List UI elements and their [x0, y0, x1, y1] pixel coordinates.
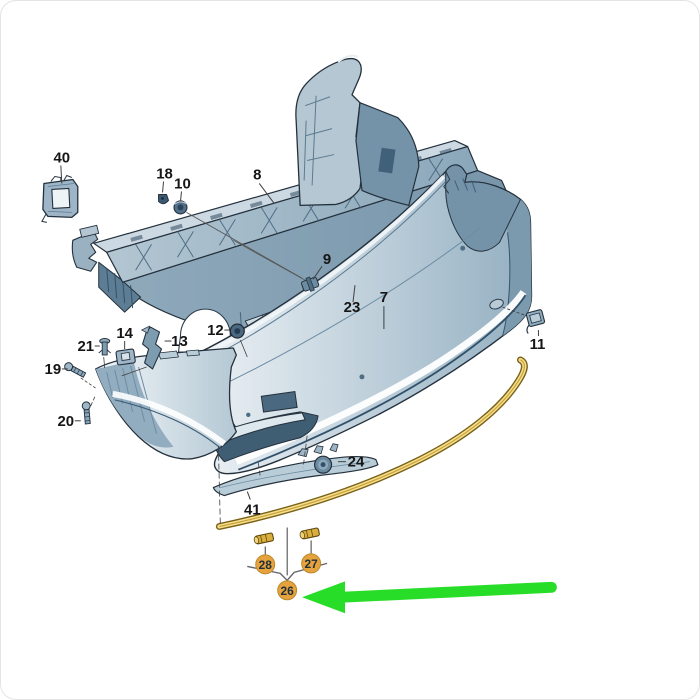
callout-11: 11 [530, 336, 546, 353]
corner-piece-highlight [112, 390, 227, 447]
part-10-nut [173, 200, 188, 215]
parking-sensor-dots [246, 245, 466, 418]
callout-24: 24 [348, 454, 365, 471]
part-27-clip [299, 527, 320, 540]
corner-facet-jags [443, 171, 451, 194]
part-13-bracket [141, 325, 163, 370]
leader-lines [60, 165, 539, 576]
exhaust-lip [213, 412, 306, 444]
callout-13: 13 [171, 333, 188, 350]
callout-41: 41 [244, 502, 261, 519]
bumper-right-edge-line [502, 232, 511, 337]
badge-27-label: 27 [304, 557, 318, 571]
part-28-clip [253, 532, 275, 545]
blade-inner-line [220, 461, 370, 488]
callout-8: 8 [253, 166, 261, 183]
callout-19: 19 [45, 361, 62, 378]
callout-labels: 40 18 10 8 9 23 7 12 14 13 21 19 20 11 2… [45, 150, 546, 519]
spoiler-strip-26 [215, 356, 528, 530]
corner-piece-tab-2 [186, 349, 200, 357]
callout-14: 14 [116, 325, 133, 342]
highlighted-badges: 28 27 26 [255, 553, 322, 601]
part-11-cover [525, 309, 546, 334]
callout-40: 40 [54, 150, 71, 167]
callout-18: 18 [156, 165, 173, 182]
bumper-corner-facet [445, 164, 522, 252]
tower-wing-slot [378, 147, 396, 174]
part-40-bracket [41, 174, 79, 223]
part-14-clip [115, 348, 136, 366]
badge-26-label: 26 [281, 584, 295, 598]
part-24-grommet [314, 455, 333, 474]
part-18-clip [158, 193, 170, 205]
callout-12: 12 [207, 322, 224, 339]
bumper-corner-piece [95, 347, 237, 460]
corner-piece-tab-1 [158, 350, 179, 360]
carrier-left-end [71, 230, 99, 272]
callout-9: 9 [323, 251, 331, 268]
badge-26[interactable]: 26 [277, 580, 298, 601]
badge-27[interactable]: 27 [301, 553, 322, 574]
part-12-nut [229, 323, 245, 339]
callout-7: 7 [380, 289, 388, 306]
corner-facet-ribs [454, 178, 477, 193]
callout-20: 20 [58, 413, 75, 430]
part-41-blade [212, 443, 379, 497]
lower-dark-line [237, 294, 527, 471]
part-21-pin [98, 338, 111, 356]
corner-piece-dark-line [114, 399, 223, 451]
highlight-arrow [302, 581, 557, 614]
callout-21: 21 [77, 338, 94, 355]
exhaust-bracket [260, 391, 298, 413]
mid-crease [208, 227, 480, 393]
part-20-screw [81, 401, 91, 425]
badge-28-label: 28 [259, 558, 273, 572]
callout-10: 10 [174, 175, 191, 192]
tow-eye-recess [489, 298, 504, 310]
callout-23: 23 [344, 299, 361, 316]
carrier-left-tab [79, 224, 100, 238]
carrier-web-hatch [106, 268, 134, 309]
part-9-clip [300, 276, 320, 292]
blade-tabs [297, 443, 339, 458]
top-edge-highlight [194, 175, 446, 361]
bumper-cover [189, 164, 533, 475]
badge-28[interactable]: 28 [255, 554, 276, 575]
top-edge-line [198, 181, 447, 365]
tower-ribs [303, 54, 359, 186]
part-19-screw [64, 362, 87, 378]
carrier-tower [295, 57, 367, 207]
